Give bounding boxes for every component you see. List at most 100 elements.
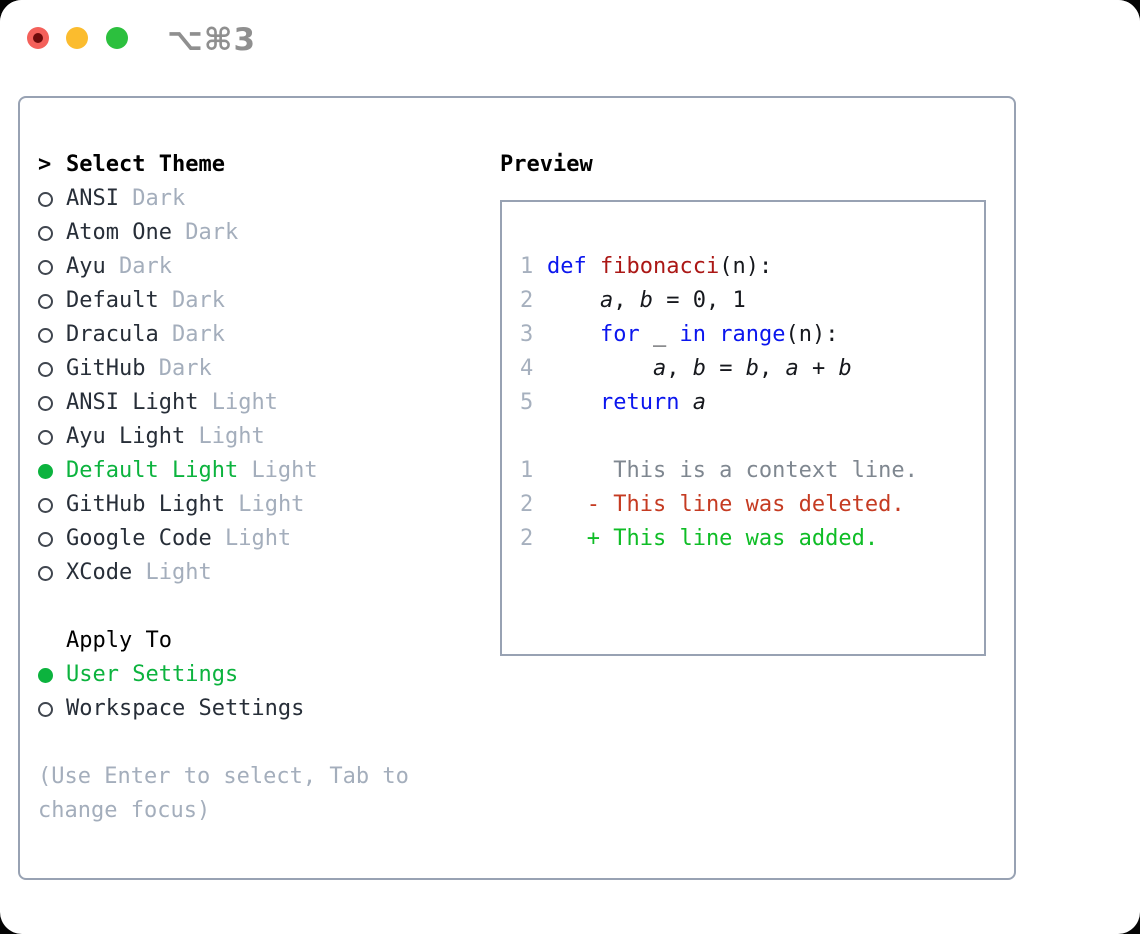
theme-option-github-light[interactable]: GitHub Light Light	[38, 488, 470, 522]
spacer	[38, 590, 470, 624]
line-number: 2	[520, 288, 534, 313]
code-token: +	[798, 356, 839, 381]
theme-name: Ayu	[66, 254, 106, 279]
code-token: (n):	[785, 322, 839, 347]
theme-option-default-light[interactable]: Default Light Light	[38, 454, 470, 488]
radio-unselected-icon	[38, 362, 53, 377]
apply-option-label: Workspace Settings	[66, 696, 305, 721]
code-token: = 0, 1	[652, 288, 746, 313]
code-line: 4 a, b = b, a + b	[520, 352, 984, 386]
code-token: return	[599, 390, 680, 415]
code-token: ,	[758, 356, 786, 381]
spacer	[38, 726, 470, 760]
theme-variant-tag: Dark	[158, 356, 212, 381]
code-line: 3 for _ in range(n):	[520, 318, 984, 352]
diff-line: 2 - This line was deleted.	[520, 488, 984, 522]
code-line: 1 def fibonacci(n):	[520, 250, 984, 284]
code-token: b	[745, 356, 759, 381]
theme-name: ANSI	[66, 186, 119, 211]
code-token: a	[785, 356, 799, 381]
theme-option-atom-one[interactable]: Atom One Dark	[38, 216, 470, 250]
theme-variant-tag: Light	[198, 424, 265, 449]
help-text: (Use Enter to select, Tab to change focu…	[38, 764, 409, 823]
select-theme-title-label: Select Theme	[66, 152, 225, 177]
code-line: 2 a, b = 0, 1	[520, 284, 984, 318]
code-token: + This line was added.	[547, 526, 879, 551]
apply-to-title-label: Apply To	[66, 628, 172, 653]
code-token: for	[599, 322, 640, 347]
code-token: fibonacci	[599, 254, 720, 279]
radio-unselected-icon	[38, 498, 53, 513]
theme-variant-tag: Light	[145, 560, 212, 585]
theme-name: Atom One	[66, 220, 172, 245]
code-token: in	[679, 322, 706, 347]
code-token	[547, 386, 600, 420]
diff-block: 1 This is a context line.2 - This line w…	[520, 454, 984, 556]
code-token	[547, 352, 653, 386]
theme-variant-tag: Dark	[171, 288, 225, 313]
code-token: def	[547, 254, 600, 279]
theme-name: Google Code	[66, 526, 212, 551]
theme-option-default[interactable]: Default Dark	[38, 284, 470, 318]
theme-option-ansi[interactable]: ANSI Dark	[38, 182, 470, 216]
diff-line: 1 This is a context line.	[520, 454, 984, 488]
code-token: b	[692, 356, 706, 381]
theme-variant-tag: Dark	[132, 186, 186, 211]
theme-name: Default Light	[66, 458, 239, 483]
line-number: 2	[520, 526, 534, 551]
theme-option-ayu[interactable]: Ayu Dark	[38, 250, 470, 284]
code-token: range	[719, 322, 786, 347]
theme-name: Dracula	[66, 322, 159, 347]
code-token: ,	[666, 356, 693, 381]
theme-name: Default	[66, 288, 159, 313]
apply-option-workspace-settings[interactable]: Workspace Settings	[38, 692, 470, 726]
code-token	[679, 386, 692, 420]
code-token	[547, 284, 600, 318]
theme-variant-tag: Light	[224, 526, 292, 551]
line-number: 1	[520, 254, 534, 279]
code-token: - This line was deleted.	[547, 492, 905, 517]
radio-unselected-icon	[38, 260, 53, 275]
radio-unselected-icon	[38, 226, 53, 241]
code-token: (n):	[719, 254, 773, 279]
theme-option-github[interactable]: GitHub Dark	[38, 352, 470, 386]
theme-option-ansi-light[interactable]: ANSI Light Light	[38, 386, 470, 420]
radio-unselected-icon	[38, 192, 53, 207]
code-token: a	[652, 356, 667, 381]
apply-to-title: Apply To	[38, 624, 470, 658]
radio-unselected-icon	[38, 430, 53, 445]
code-token: This is a context line.	[547, 458, 918, 483]
theme-option-dracula[interactable]: Dracula Dark	[38, 318, 470, 352]
minimize-button[interactable]	[66, 27, 88, 49]
code-token: b	[639, 288, 653, 313]
theme-option-google-code[interactable]: Google Code Light	[38, 522, 470, 556]
radio-unselected-icon	[38, 532, 53, 547]
radio-selected-icon	[38, 464, 53, 479]
line-number: 2	[520, 492, 534, 517]
theme-variant-tag: Light	[251, 458, 318, 483]
code-token: =	[705, 356, 746, 381]
code-token: b	[838, 356, 852, 381]
radio-unselected-icon	[38, 566, 53, 581]
theme-option-ayu-light[interactable]: Ayu Light Light	[38, 420, 470, 454]
theme-variant-tag: Light	[238, 492, 305, 517]
theme-option-xcode[interactable]: XCode Light	[38, 556, 470, 590]
spacer	[520, 420, 984, 454]
theme-name: ANSI Light	[66, 390, 199, 415]
code-token	[547, 318, 600, 352]
zoom-button[interactable]	[106, 27, 128, 49]
line-number: 5	[520, 390, 534, 415]
apply-option-user-settings[interactable]: User Settings	[38, 658, 470, 692]
line-number: 1	[520, 458, 534, 483]
close-button[interactable]	[27, 27, 49, 49]
theme-variant-tag: Dark	[185, 220, 239, 245]
code-line: 5 return a	[520, 386, 984, 420]
theme-name: XCode	[66, 560, 133, 585]
code-token: _	[639, 322, 680, 347]
